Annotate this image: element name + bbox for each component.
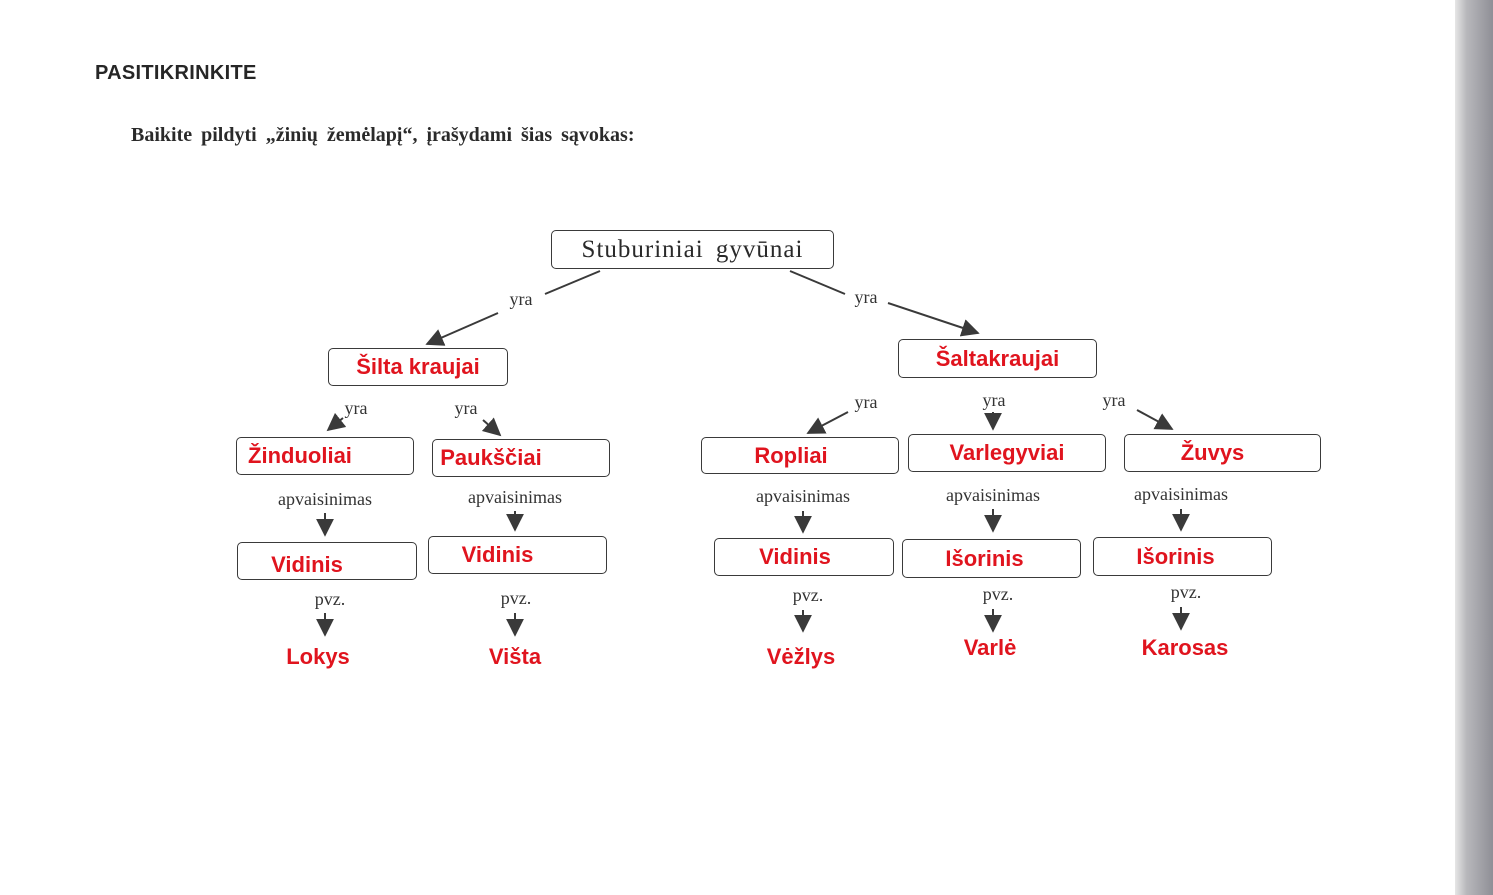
label-fert-amphibians: apvaisinimas <box>946 485 1040 505</box>
instruction-text: Baikite pildyti „žinių žemėlapį“, įrašyd… <box>131 124 635 146</box>
class-mammals-label: Žinduoliai <box>248 443 352 468</box>
example-fish: Karosas <box>1141 635 1229 660</box>
label-yra-birds: yra <box>454 398 478 418</box>
example-birds: Višta <box>488 644 542 669</box>
group-warm-blooded: Šilta kraujai <box>328 348 508 386</box>
label-pvz-reptiles: pvz. <box>792 585 824 605</box>
edge-root-cold <box>887 302 980 337</box>
class-mammals: Žinduoliai <box>236 437 414 475</box>
edge-root-warm <box>425 312 499 346</box>
fert-fish: Išorinis <box>1093 537 1272 576</box>
class-reptiles: Ropliai <box>701 437 899 474</box>
label-yra-fish: yra <box>1102 390 1126 410</box>
group-cold-blooded: Šaltakraujai <box>898 339 1097 378</box>
fert-mammals-label: Vidinis <box>271 552 343 577</box>
fert-amphibians: Išorinis <box>902 539 1081 578</box>
example-amphibians: Varlė <box>963 635 1017 660</box>
label-yra-root-right: yra <box>854 287 878 307</box>
label-yra-root-left: yra <box>509 289 533 309</box>
label-fert-reptiles: apvaisinimas <box>756 486 850 506</box>
label-fert-fish: apvaisinimas <box>1134 484 1228 504</box>
class-birds: Paukščiai <box>432 439 610 477</box>
class-amphibians: Varlegyviai <box>908 434 1106 472</box>
example-mammals: Lokys <box>286 644 350 669</box>
group-warm-label: Šilta kraujai <box>356 354 480 379</box>
label-pvz-amphibians: pvz. <box>982 584 1014 604</box>
class-fish: Žuvys <box>1124 434 1321 472</box>
fert-birds: Vidinis <box>428 536 607 574</box>
section-heading: PASITIKRINKITE <box>95 62 257 84</box>
edge-warm-mammals <box>326 412 347 432</box>
label-yra-reptiles: yra <box>854 392 878 412</box>
example-reptiles: Vėžlys <box>766 644 836 669</box>
fert-mammals: Vidinis <box>237 542 417 580</box>
label-pvz-mammals: pvz. <box>314 589 346 609</box>
edge-cold-reptiles <box>806 411 849 434</box>
label-yra-mammals: yra <box>344 398 368 418</box>
fert-fish-label: Išorinis <box>1136 543 1215 569</box>
fert-amphibians-label: Išorinis <box>945 545 1024 571</box>
edge-cold-fish <box>1136 409 1174 430</box>
label-fert-mammals: apvaisinimas <box>278 489 372 509</box>
edge-warm-birds <box>481 417 502 437</box>
class-reptiles-label: Ropliai <box>754 442 828 468</box>
label-fert-birds: apvaisinimas <box>468 487 562 507</box>
page-edge <box>1455 0 1493 895</box>
fert-birds-label: Vidinis <box>461 542 534 567</box>
label-pvz-birds: pvz. <box>500 588 532 608</box>
fert-reptiles: Vidinis <box>714 538 894 576</box>
root-label: Stuburiniai gyvūnai <box>581 235 804 263</box>
class-fish-label: Žuvys <box>1180 440 1245 465</box>
fert-reptiles-label: Vidinis <box>759 544 831 569</box>
label-pvz-fish: pvz. <box>1170 582 1202 602</box>
class-amphibians-label: Varlegyviai <box>949 440 1065 465</box>
edge-root-right-top <box>789 270 846 295</box>
label-yra-amphibians: yra <box>982 390 1006 410</box>
group-cold-label: Šaltakraujai <box>935 345 1060 371</box>
root-node: Stuburiniai gyvūnai <box>551 230 834 269</box>
class-birds-label: Paukščiai <box>440 445 542 470</box>
edge-root-left-top <box>544 270 601 295</box>
